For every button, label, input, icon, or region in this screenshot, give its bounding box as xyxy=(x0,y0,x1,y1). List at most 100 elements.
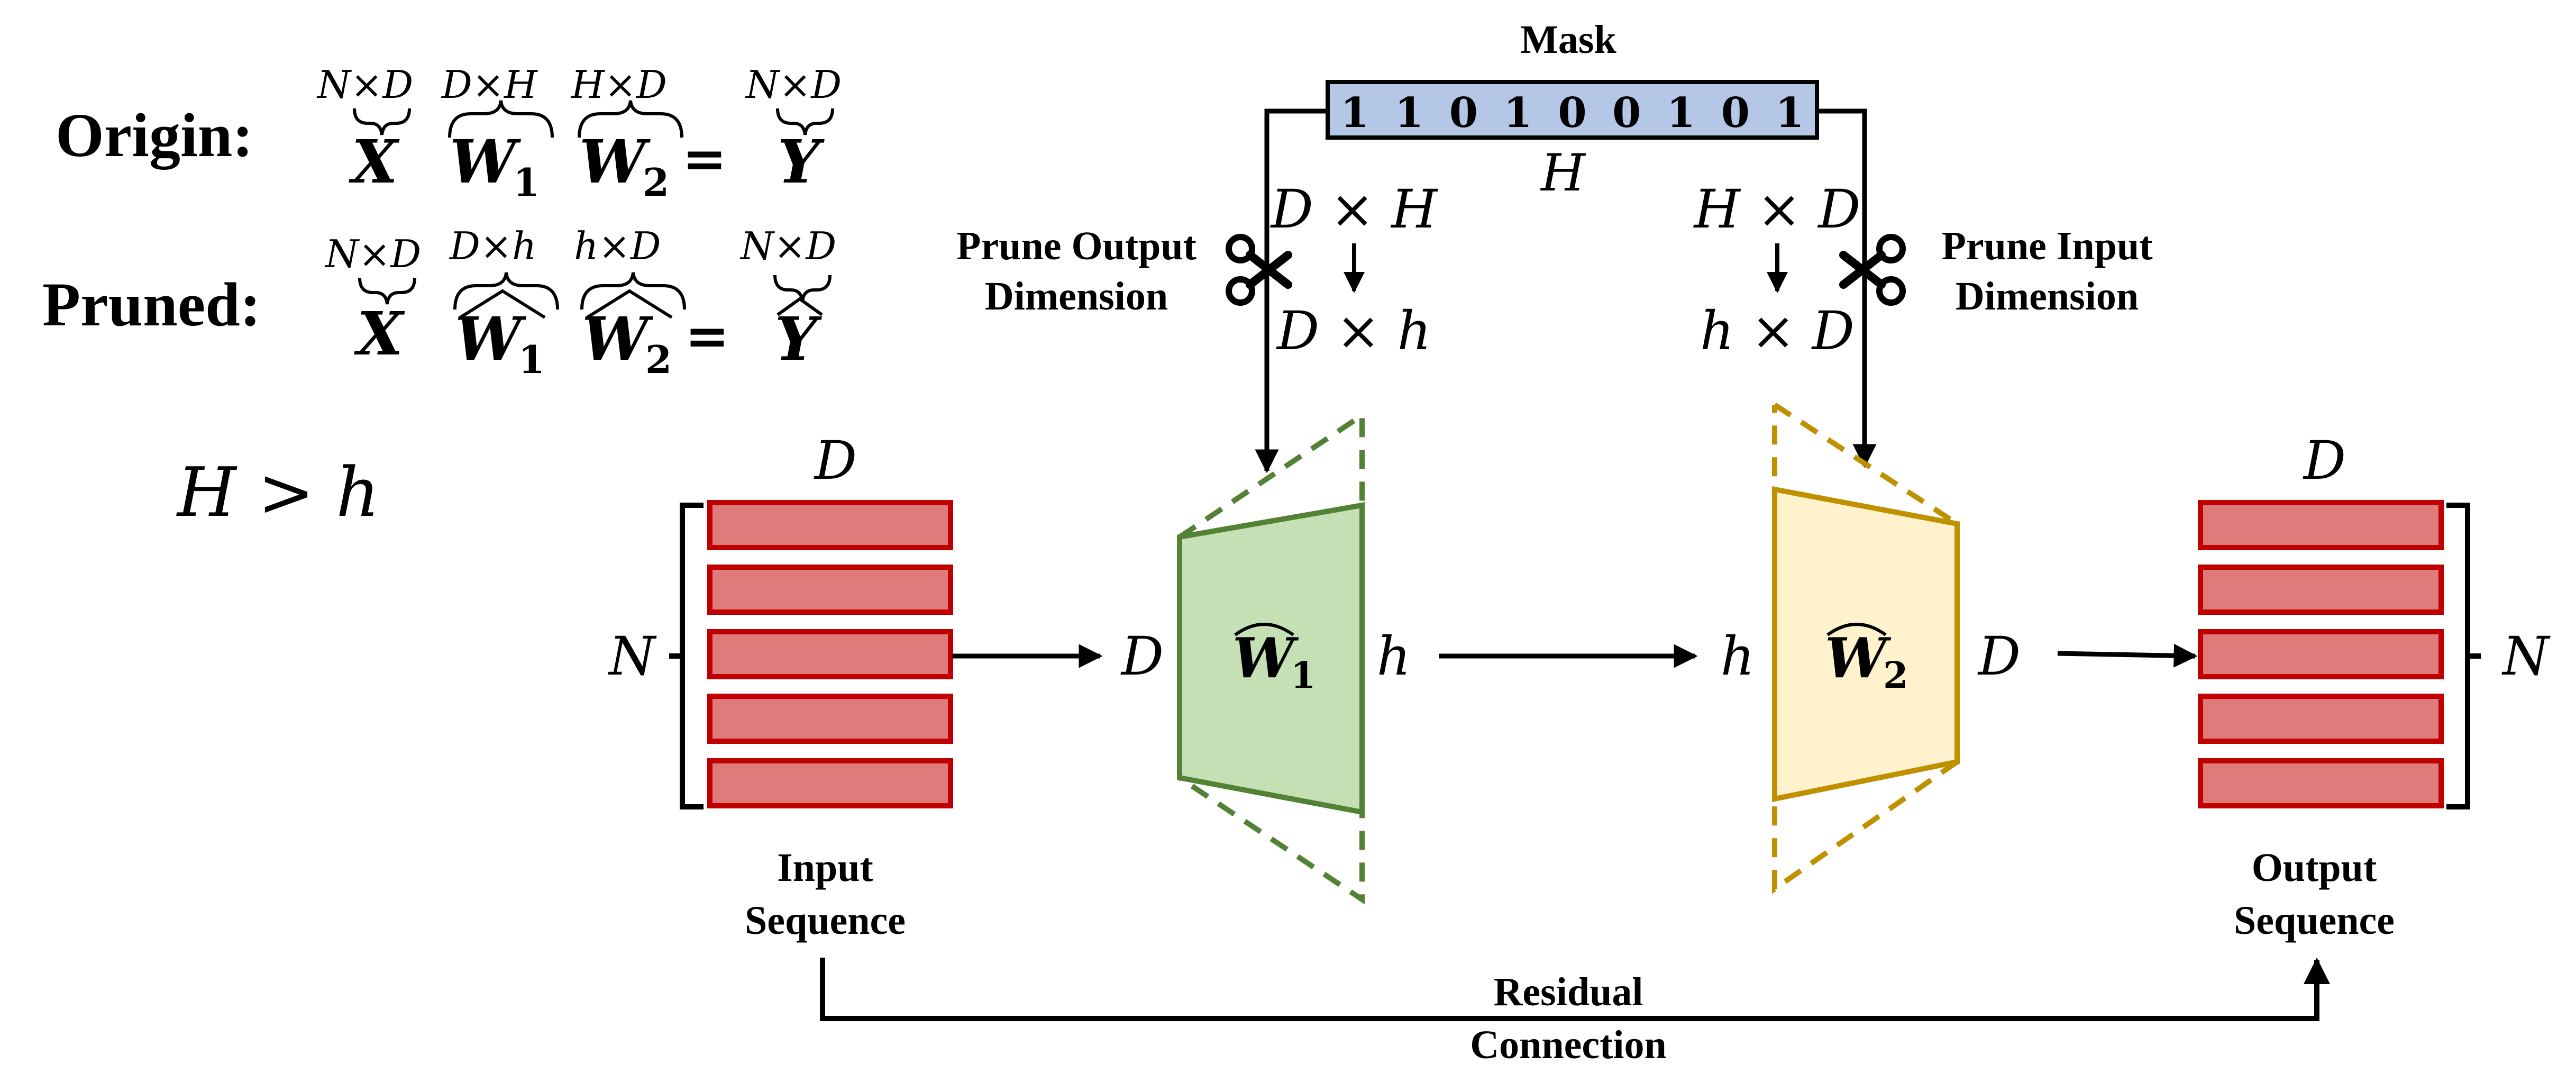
output-seq-row xyxy=(2198,694,2444,744)
prune-input-to: h × D xyxy=(1700,300,1855,362)
origin-label: Origin: xyxy=(56,101,253,170)
prune-input-label-2: Dimension xyxy=(1956,274,2139,319)
output-seq-label-1: Output xyxy=(2252,845,2377,890)
mask-bit: 0 xyxy=(1558,89,1586,137)
prune-input: Prune Input Dimension H × D h × D xyxy=(1693,178,2153,362)
residual-label-2: Connection xyxy=(1470,1023,1667,1067)
origin-w1-sub: 1 xyxy=(513,160,540,205)
output-seq-rows xyxy=(2198,500,2444,808)
pruned-w1-brace xyxy=(453,272,559,310)
w2-symbol: W xyxy=(1825,625,1892,690)
input-seq-row xyxy=(707,500,953,550)
input-seq-row xyxy=(707,565,953,615)
input-seq-row xyxy=(707,758,953,808)
mask-title: Mask xyxy=(1520,17,1616,62)
pruned-w1-dims: D×h xyxy=(449,224,536,268)
origin-x-dims: N×D xyxy=(316,62,413,107)
w1-symbol: W xyxy=(1232,625,1299,690)
origin-w2-brace xyxy=(578,100,683,138)
w1-sub: 1 xyxy=(1291,654,1316,697)
pruned-w2-dims: h×D xyxy=(574,224,661,268)
prune-input-label-1: Prune Input xyxy=(1941,224,2152,268)
input-seq-label-1: Input xyxy=(777,845,873,890)
pruned-x-dims: N×D xyxy=(324,232,421,276)
origin-w1-dims: D×H xyxy=(441,62,538,107)
w2-in-dim: h xyxy=(1721,625,1755,687)
prune-output: Prune Output Dimension D × H D × h xyxy=(956,178,1438,362)
pruned-x-symbol: X xyxy=(354,299,405,369)
prune-output-from: D × H xyxy=(1270,178,1439,240)
pruned-y-hat xyxy=(777,297,823,316)
origin-w2-symbol: W xyxy=(579,128,651,197)
prune-input-from: H × D xyxy=(1693,178,1861,240)
w2-hat xyxy=(1826,623,1887,636)
pruned-w2-brace xyxy=(580,272,686,310)
mask-bit: 0 xyxy=(1449,89,1478,137)
w2-block: W 2 xyxy=(1772,402,1960,894)
mask-left-connector xyxy=(1255,108,1328,474)
input-seq-dim-side: N xyxy=(608,625,657,687)
origin-equals: = xyxy=(682,128,727,190)
output-seq-row xyxy=(2198,500,2444,550)
mask-bit: 1 xyxy=(1667,89,1695,137)
w2-out-dim: D xyxy=(1977,625,2021,687)
residual-label-1: Residual xyxy=(1494,970,1643,1014)
w1-out-dim: h xyxy=(1377,625,1411,687)
origin-w2-dims: H×D xyxy=(570,62,667,107)
output-seq-dim-top: D xyxy=(2303,430,2346,492)
w1-in-dim: D xyxy=(1120,625,1164,687)
w1-block: W 1 xyxy=(1177,410,1365,905)
arrow-w2-to-output xyxy=(2057,643,2198,668)
w1-trapezoid xyxy=(1177,502,1365,816)
mask-bit: 1 xyxy=(1504,89,1532,137)
scissors-icon xyxy=(1839,234,1906,306)
mask-right-connector xyxy=(1817,108,1877,468)
w2-sub: 2 xyxy=(1883,654,1908,697)
pruned-y-dims: N×D xyxy=(739,224,836,268)
w2-trapezoid xyxy=(1772,486,1960,803)
output-seq-row xyxy=(2198,565,2444,615)
w1-hat xyxy=(1234,623,1294,636)
prune-output-to: D × h xyxy=(1276,300,1431,362)
origin-w2-sub: 2 xyxy=(643,160,669,205)
origin-x-symbol: X xyxy=(349,128,400,197)
condition: H > h xyxy=(176,453,380,532)
pruned-y-symbol: Y xyxy=(775,305,822,374)
pruned-equals: = xyxy=(685,305,729,367)
mask-bit: 1 xyxy=(1775,89,1804,137)
input-seq-dim-top: D xyxy=(814,430,857,492)
mask-bit: 0 xyxy=(1721,89,1750,137)
pruned-label: Pruned: xyxy=(42,270,261,339)
mask-dim: H xyxy=(1540,143,1586,203)
pruned-w1-symbol: W xyxy=(455,305,527,374)
mask-bit: 1 xyxy=(1340,89,1369,137)
origin-y-brace xyxy=(776,108,834,135)
output-seq-dim-side: N xyxy=(2501,625,2551,687)
output-sequence: D N Output Sequence xyxy=(2198,430,2551,943)
pruned-w2-hat xyxy=(586,289,673,319)
pruned-w1-hat xyxy=(459,289,546,319)
equations: Origin: Pruned: N×D X D×H W 1 H×D W 2 = … xyxy=(42,62,842,532)
input-sequence: D N Input Sequence xyxy=(608,430,953,943)
origin-w1-symbol: W xyxy=(450,128,522,197)
scissors-icon xyxy=(1226,234,1292,306)
pruned-w2-sub: 2 xyxy=(645,337,672,382)
origin-y-symbol: Y xyxy=(778,128,825,197)
origin-w1-brace xyxy=(448,100,554,138)
prune-output-label-2: Dimension xyxy=(985,274,1168,319)
output-seq-bracket xyxy=(2446,503,2481,809)
input-seq-row xyxy=(707,629,953,679)
input-seq-row xyxy=(707,694,953,744)
pruned-w1-sub: 1 xyxy=(518,337,545,382)
residual-line xyxy=(820,958,2330,1021)
input-seq-label-2: Sequence xyxy=(745,898,906,943)
pruned-x-brace xyxy=(358,277,416,305)
input-seq-bracket xyxy=(669,503,704,809)
mask-bit: 1 xyxy=(1395,89,1423,137)
output-seq-row xyxy=(2198,758,2444,808)
output-seq-label-2: Sequence xyxy=(2234,898,2395,943)
origin-x-brace xyxy=(353,108,411,135)
